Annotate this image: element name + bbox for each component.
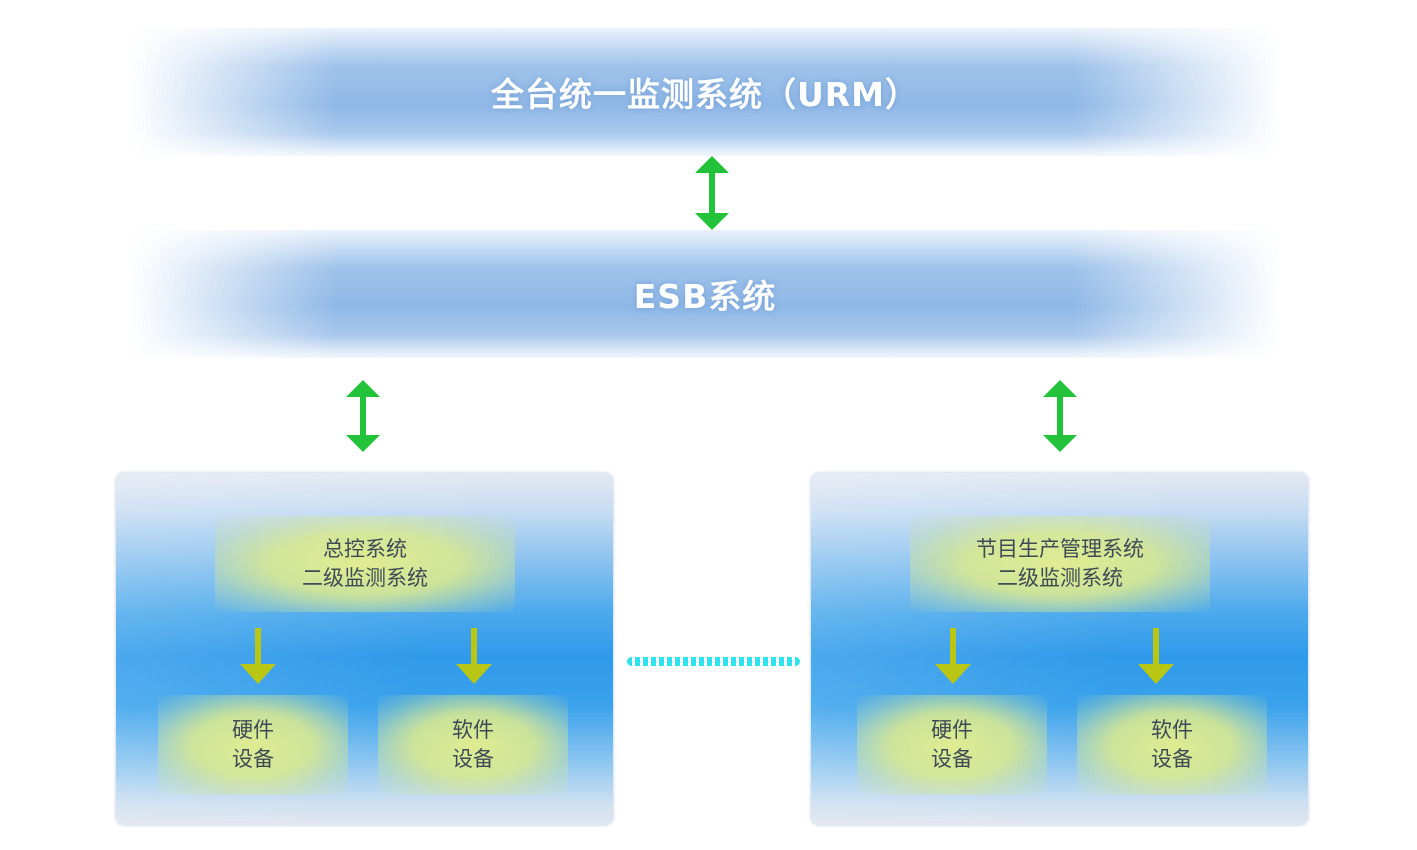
subsystem-title-line2: 二级监测系统 xyxy=(302,566,428,590)
subsystem-title: 总控系统 二级监测系统 xyxy=(215,516,515,612)
device-label-line2: 设备 xyxy=(232,747,274,771)
device-label-line1: 软件 xyxy=(452,718,494,742)
down-arrow-icon xyxy=(456,628,492,684)
down-arrow-icon xyxy=(935,628,971,684)
down-arrow-icon xyxy=(240,628,276,684)
device-box-software: 软件 设备 xyxy=(1077,695,1267,795)
subsystem-title: 节目生产管理系统 二级监测系统 xyxy=(910,516,1210,612)
subsystem-dotted-connector xyxy=(627,657,800,666)
subsystem-panel-program-production: 节目生产管理系统 二级监测系统 硬件 设备 软件 设备 xyxy=(811,473,1308,825)
device-box-software: 软件 设备 xyxy=(378,695,568,795)
subsystem-title-line2: 二级监测系统 xyxy=(997,566,1123,590)
device-label-line2: 设备 xyxy=(1151,747,1193,771)
urm-esb-double-arrow-icon xyxy=(695,156,729,230)
device-label-line2: 设备 xyxy=(452,747,494,771)
device-box-hardware: 硬件 设备 xyxy=(857,695,1047,795)
device-label-line1: 硬件 xyxy=(931,718,973,742)
device-label-line1: 软件 xyxy=(1151,718,1193,742)
subsystem-title-line1: 节目生产管理系统 xyxy=(976,537,1144,561)
device-label-line2: 设备 xyxy=(931,747,973,771)
urm-system-band: 全台统一监测系统（URM） xyxy=(130,28,1280,156)
esb-right-double-arrow-icon xyxy=(1043,380,1077,452)
esb-system-band: ESB系统 xyxy=(130,230,1280,358)
urm-system-label: 全台统一监测系统（URM） xyxy=(490,75,920,114)
esb-system-label: ESB系统 xyxy=(633,277,777,316)
down-arrow-icon xyxy=(1138,628,1174,684)
subsystem-panel-master-control: 总控系统 二级监测系统 硬件 设备 软件 设备 xyxy=(116,473,613,825)
subsystem-title-line1: 总控系统 xyxy=(323,537,407,561)
device-box-hardware: 硬件 设备 xyxy=(158,695,348,795)
esb-left-double-arrow-icon xyxy=(346,380,380,452)
device-label-line1: 硬件 xyxy=(232,718,274,742)
